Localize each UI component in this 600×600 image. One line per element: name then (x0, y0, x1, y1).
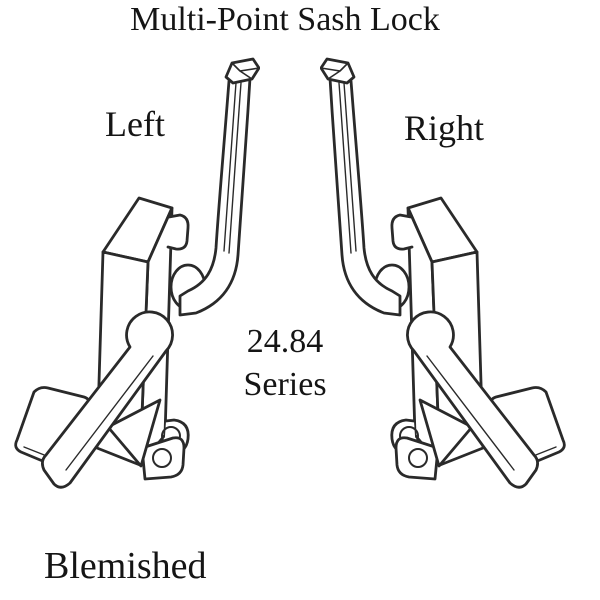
series-number: 24.84 (246, 323, 324, 360)
series-label: 24.84 Series (220, 320, 350, 406)
page-title: Multi-Point Sash Lock (130, 1, 440, 38)
right-variant-label: Right (404, 108, 485, 148)
series-word: Series (243, 366, 327, 403)
condition-label: Blemished (44, 545, 207, 587)
left-variant-label: Left (105, 104, 165, 144)
